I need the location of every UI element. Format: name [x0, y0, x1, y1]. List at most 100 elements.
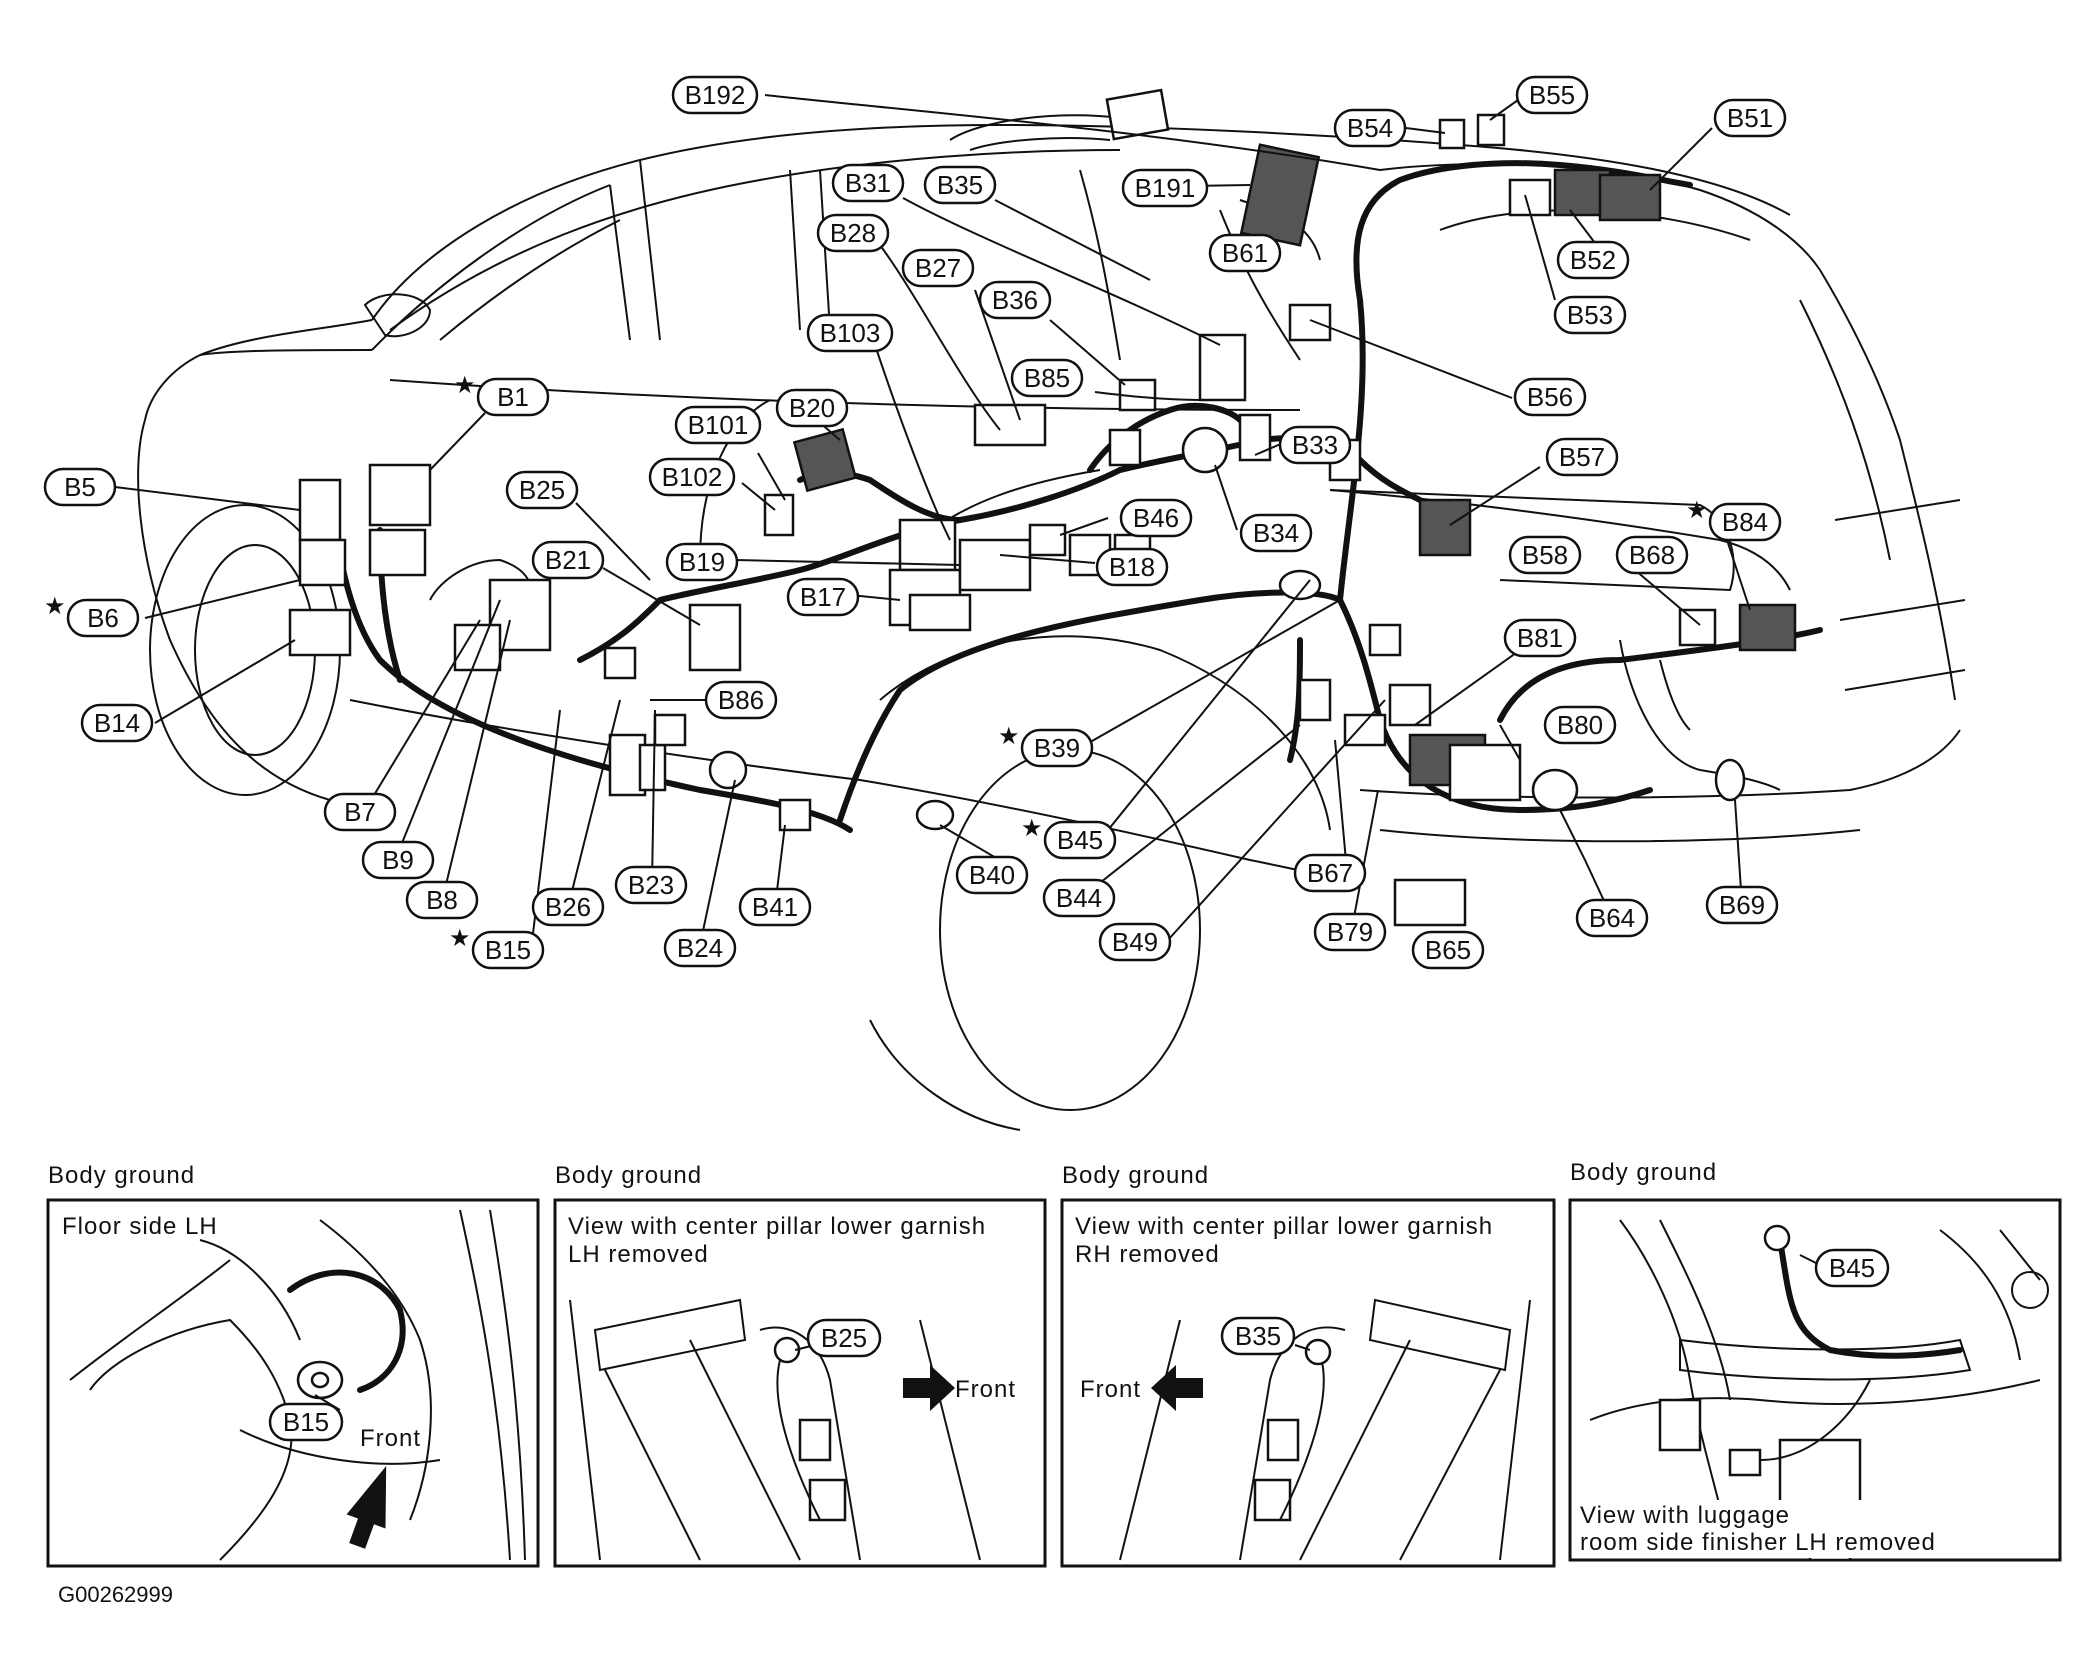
- connector-label-b5: B5: [43, 467, 117, 507]
- label-pill: [704, 680, 778, 720]
- label-text: B36: [992, 285, 1038, 315]
- panel-4-text-1: View with luggage: [1580, 1502, 1790, 1529]
- label-pill: [674, 405, 762, 445]
- connector-label-b58: B58: [1508, 535, 1582, 575]
- connector-label-b80: B80: [1543, 705, 1617, 745]
- label-pill: [1293, 853, 1367, 893]
- connectors: [288, 88, 1797, 927]
- label-text: B28: [830, 218, 876, 248]
- connector-label-b56: B56: [1513, 377, 1587, 417]
- connector-label-b6: B6★: [44, 593, 140, 638]
- connector-label-b33: B33: [1278, 425, 1352, 465]
- detail-panel-center-pillar-rh: Body ground View with center pillar lowe…: [1060, 1162, 1556, 1568]
- label-pill: [323, 792, 397, 832]
- connector-label-b19: B19: [665, 542, 739, 582]
- connector-label-b55: B55: [1515, 75, 1589, 115]
- panel-3-text-2: RH removed: [1075, 1241, 1220, 1268]
- label-text: B35: [937, 170, 983, 200]
- label-text: B26: [545, 892, 591, 922]
- label-text: B56: [1527, 382, 1573, 412]
- connector-label-b17: B17: [786, 577, 860, 617]
- connector-label-b20: B20: [775, 388, 849, 428]
- panel-1-direction: Front: [360, 1425, 421, 1452]
- label-pill: [923, 165, 997, 205]
- connector-label-b45: B45★: [1021, 815, 1117, 860]
- label-text: B65: [1425, 935, 1471, 965]
- label-pill: [1020, 728, 1094, 768]
- label-text: B18: [1109, 552, 1155, 582]
- label-pill: [1095, 547, 1169, 587]
- connector-label-b81: B81: [1503, 618, 1577, 658]
- connector-label-b85: B85: [1010, 358, 1084, 398]
- label-text: B46: [1133, 503, 1179, 533]
- detail-panel-floor-side: Body ground Floor side LH B15 Front: [46, 1162, 540, 1568]
- panel-3-connector-pill: [1220, 1316, 1296, 1356]
- connector-label-b65: B65: [1411, 930, 1485, 970]
- label-pill: [1010, 358, 1084, 398]
- label-text: B51: [1727, 103, 1773, 133]
- connector-label-b192: B192: [671, 75, 759, 115]
- connector-label-b67: B67: [1293, 853, 1367, 893]
- connector-label-b31: B31: [831, 163, 905, 203]
- label-text: B1: [497, 382, 529, 412]
- label-text: B101: [688, 410, 749, 440]
- panel-4-caption: Body ground: [1570, 1159, 1717, 1186]
- figure-code: G00262999: [58, 1582, 173, 1607]
- label-pill: [1705, 885, 1779, 925]
- connector-label-b103: B103: [806, 313, 894, 353]
- label-text: B25: [519, 475, 565, 505]
- label-text: B7: [344, 797, 376, 827]
- label-pill: [614, 865, 688, 905]
- connector-label-b52: B52: [1556, 240, 1630, 280]
- label-text: B69: [1719, 890, 1765, 920]
- label-pill: [1098, 922, 1172, 962]
- label-text: B68: [1629, 540, 1675, 570]
- label-pill: [405, 880, 479, 920]
- connector-label-b79: B79: [1313, 912, 1387, 952]
- label-pill: [1208, 233, 1282, 273]
- connector-label-b101: B101: [674, 405, 762, 445]
- label-pill: [66, 598, 140, 638]
- label-pill: [663, 928, 737, 968]
- label-pill: [1508, 535, 1582, 575]
- label-text: B21: [545, 545, 591, 575]
- label-text: B58: [1522, 540, 1568, 570]
- label-pill: [531, 887, 605, 927]
- label-pill: [1556, 240, 1630, 280]
- connector-label-b27: B27: [901, 248, 975, 288]
- label-text: B102: [662, 462, 723, 492]
- connector-label-b36: B36: [978, 280, 1052, 320]
- connector-label-b61: B61: [1208, 233, 1282, 273]
- label-pill: [1543, 705, 1617, 745]
- label-pill: [361, 840, 435, 880]
- label-text: B64: [1589, 903, 1635, 933]
- connector-label-b35: B35: [923, 165, 997, 205]
- detail-panel-luggage-room: Body ground B45 View with luggage room s…: [1568, 1159, 2062, 1562]
- connector-label-b7: B7: [323, 792, 397, 832]
- star-icon: ★: [1686, 497, 1708, 524]
- label-text: B86: [718, 685, 764, 715]
- panel-2-connector-label: B25: [821, 1323, 867, 1353]
- label-text: B17: [800, 582, 846, 612]
- connector-label-b41: B41: [738, 887, 812, 927]
- label-pill: [505, 470, 579, 510]
- panel-2-text-1: View with center pillar lower garnish: [568, 1213, 986, 1240]
- label-text: B57: [1559, 442, 1605, 472]
- connector-label-b25: B25: [505, 470, 579, 510]
- label-text: B31: [845, 168, 891, 198]
- label-pill: [1575, 898, 1649, 938]
- label-text: B19: [679, 547, 725, 577]
- label-pill: [1503, 618, 1577, 658]
- label-text: B20: [789, 393, 835, 423]
- connector-label-b39: B39★: [998, 723, 1094, 768]
- detail-panels: Body ground Floor side LH B15 Front Body…: [46, 1159, 2062, 1568]
- label-pill: [1553, 295, 1627, 335]
- panel-3-direction: Front: [1080, 1376, 1141, 1403]
- star-icon: ★: [998, 723, 1020, 750]
- connector-label-b53: B53: [1553, 295, 1627, 335]
- label-text: B9: [382, 845, 414, 875]
- connector-label-b69: B69: [1705, 885, 1779, 925]
- label-text: B14: [94, 708, 140, 738]
- panel-3-caption: Body ground: [1062, 1162, 1209, 1189]
- panel-1-text: Floor side LH: [62, 1213, 218, 1240]
